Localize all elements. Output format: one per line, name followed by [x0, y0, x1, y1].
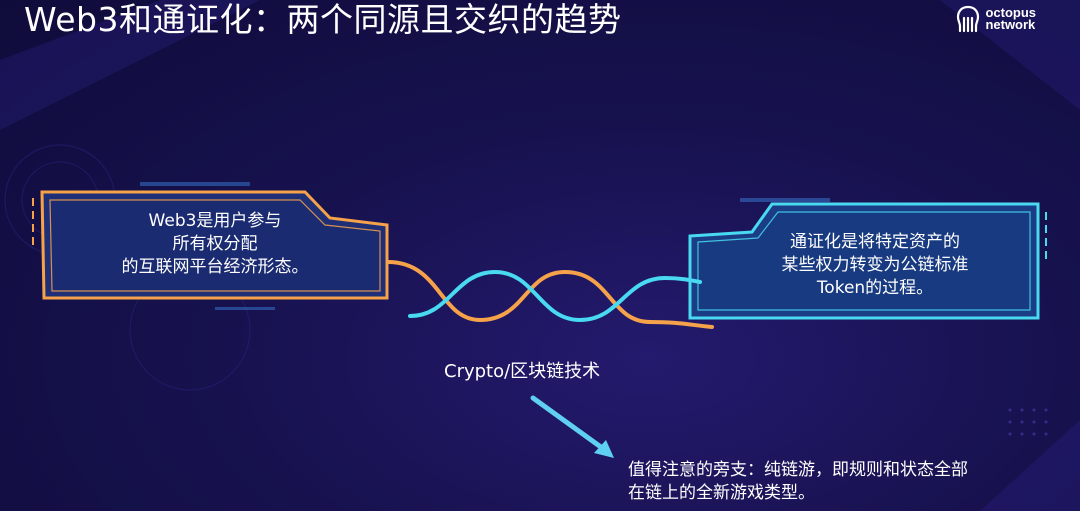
right-panel-line: Token的过程。	[816, 278, 934, 298]
left-panel-line: Web3是用户参与	[148, 211, 282, 231]
left-accent-bar	[140, 182, 250, 186]
octopus-network-logo: octopus network	[955, 4, 1036, 34]
right-panel-text: 通证化是将特定资产的 某些权力转变为公链标准 Token的过程。	[730, 231, 1020, 300]
left-panel-text: Web3是用户参与 所有权分配 的互联网平台经济形态。	[60, 210, 370, 279]
side-note-line: 在链上的全新游戏类型。	[628, 483, 815, 503]
crypto-label: Crypto/区块链技术	[444, 361, 601, 382]
left-panel-line: 所有权分配	[172, 234, 258, 254]
left-panel	[32, 190, 389, 300]
logo-wordmark: octopus network	[985, 5, 1036, 32]
side-note: 值得注意的旁支：纯链游，即规则和状态全部 在链上的全新游戏类型。	[628, 459, 968, 505]
right-accent-bar	[740, 198, 830, 202]
right-panel-line: 某些权力转变为公链标准	[781, 255, 969, 275]
right-panel-line: 通证化是将特定资产的	[790, 232, 960, 252]
right-panel	[688, 202, 1047, 320]
logo-line-1: octopus	[985, 5, 1036, 20]
orange-wave	[386, 260, 714, 329]
logo-line-2: network	[985, 17, 1036, 32]
side-note-line: 值得注意的旁支：纯链游，即规则和状态全部	[628, 460, 968, 480]
arrow-icon	[530, 395, 614, 458]
left-panel-line: 的互联网平台经济形态。	[121, 257, 309, 277]
cyan-wave	[408, 269, 702, 323]
left-accent-bar-bottom	[215, 307, 275, 310]
dot-pattern	[1008, 408, 1048, 436]
octopus-icon	[957, 5, 980, 33]
slide-title: Web3和通证化：两个同源且交织的趋势	[24, 0, 622, 39]
